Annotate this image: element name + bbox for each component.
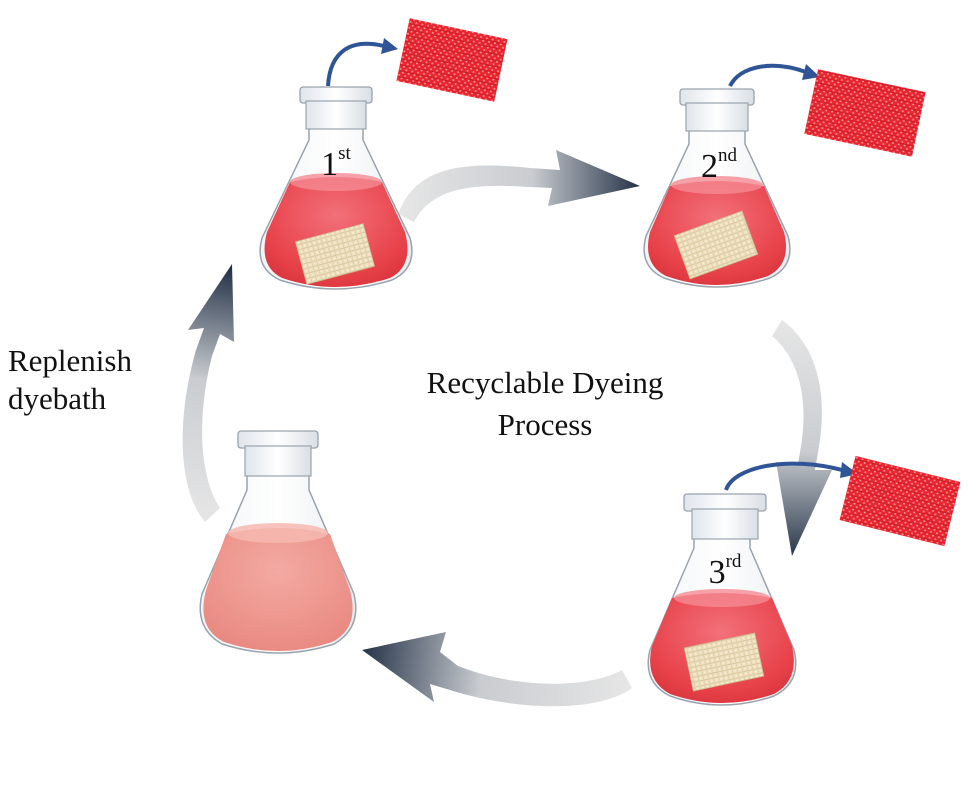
arrow-flask1-to-flask2 [398, 150, 640, 222]
diagram-title-line1: Recyclable Dyeing [426, 365, 664, 400]
cycle-label-1: 1st [306, 144, 366, 183]
output-arrow-3 [724, 461, 843, 491]
arrow-flask3-to-flask4 [362, 632, 632, 707]
undyed-fabric [673, 210, 759, 280]
cycle-number: 1 [321, 146, 339, 183]
replenish-label-line1: Replenish [8, 343, 132, 378]
cycle-suffix: st [338, 143, 351, 164]
output-arrowhead-1 [381, 38, 398, 54]
flask-1 [259, 86, 413, 290]
cycle-suffix: rd [725, 551, 742, 572]
arrow-flask2-to-flask3 [772, 320, 832, 556]
dyed-fabric-2 [804, 69, 926, 157]
cycle-label-3: 3rd [692, 552, 758, 591]
replenish-label-line2: dyebath [8, 381, 107, 416]
diagram-title: Recyclable Dyeing Process [390, 362, 700, 446]
cycle-number: 3 [708, 554, 726, 591]
dyed-fabric-1 [396, 18, 508, 102]
output-arrowhead-2 [802, 64, 820, 80]
diagram-title-line2: Process [497, 407, 593, 442]
flask-3 [647, 493, 797, 706]
arrow-flask4-to-flask1 [182, 264, 234, 522]
flask-replenish [199, 430, 357, 654]
pale-dye-liquid [203, 528, 353, 651]
output-arrow-1 [326, 41, 385, 87]
output-arrow-2 [728, 63, 807, 88]
undyed-fabric [295, 223, 375, 285]
cycle-number: 2 [701, 148, 718, 185]
flask-2 [643, 88, 791, 288]
cycle-label-2: 2nd [686, 146, 752, 185]
replenish-label: Replenish dyebath [8, 342, 178, 418]
dyed-fabric-3 [839, 455, 961, 547]
cycle-suffix: nd [718, 145, 737, 166]
undyed-fabric [683, 632, 765, 692]
